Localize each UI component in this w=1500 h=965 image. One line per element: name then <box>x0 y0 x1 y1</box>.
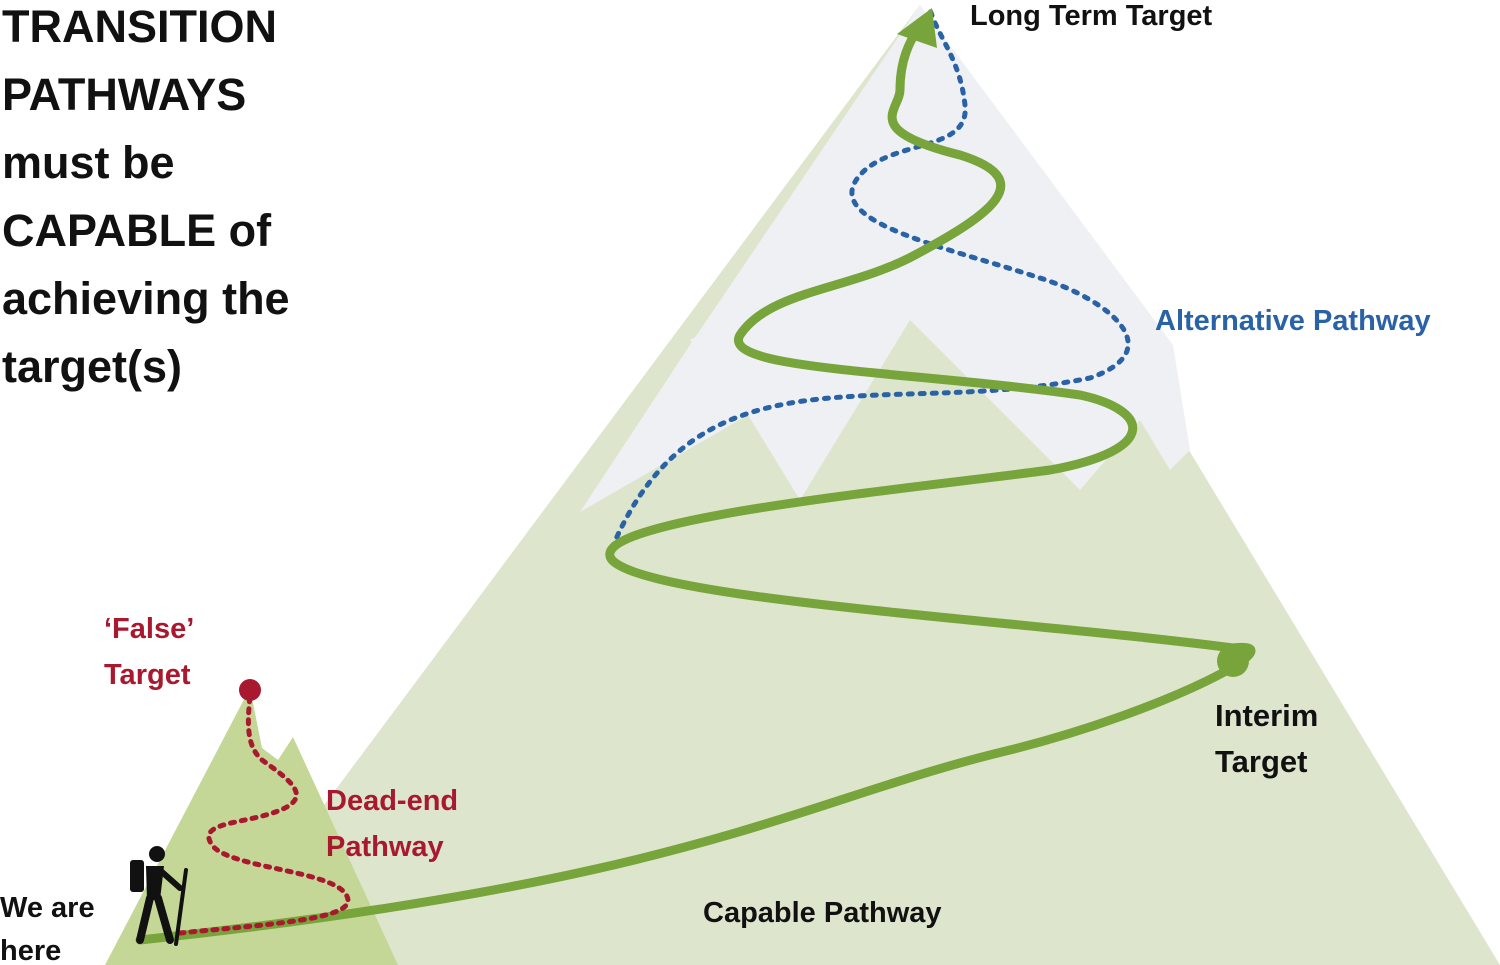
headline-line-6: target(s) <box>2 341 182 392</box>
snow-ridge-left <box>690 150 875 360</box>
headline-line-2: PATHWAYS <box>2 69 246 120</box>
capable-pathway-label: Capable Pathway <box>703 897 942 929</box>
capable-pathway-line <box>135 25 1256 945</box>
headline-line-5: achieving the <box>2 273 290 324</box>
big-mountain <box>205 5 1500 965</box>
dead-end-pathway-label-line-1: Dead-end <box>326 785 458 817</box>
hiker-icon <box>130 846 188 946</box>
interim-target-marker <box>1217 645 1249 677</box>
headline-line-1: TRANSITION <box>2 1 277 52</box>
small-mountain <box>105 688 398 965</box>
arrow-head-icon <box>897 8 937 48</box>
alternative-pathway-line <box>609 7 1131 551</box>
dead-end-pathway-line <box>177 692 351 936</box>
alternative-pathway-label: Alternative Pathway <box>1155 305 1431 337</box>
headline: TRANSITION PATHWAYS must be CAPABLE of a… <box>2 1 290 392</box>
false-target-label-line-1: ‘False’ <box>104 613 194 645</box>
headline-line-4: CAPABLE of <box>2 205 272 256</box>
long-term-target-label: Long Term Target <box>970 0 1213 32</box>
interim-target-label-line-2: Target <box>1215 744 1307 779</box>
we-are-here-label-line-1: We are <box>0 892 95 924</box>
false-target-marker <box>239 679 261 701</box>
we-are-here-label-line-2: here <box>0 935 61 965</box>
dead-end-pathway-label-line-2: Pathway <box>326 831 444 863</box>
false-target-label-line-2: Target <box>104 659 191 691</box>
interim-target-label-line-1: Interim <box>1215 698 1318 733</box>
headline-line-3: must be <box>2 137 175 188</box>
